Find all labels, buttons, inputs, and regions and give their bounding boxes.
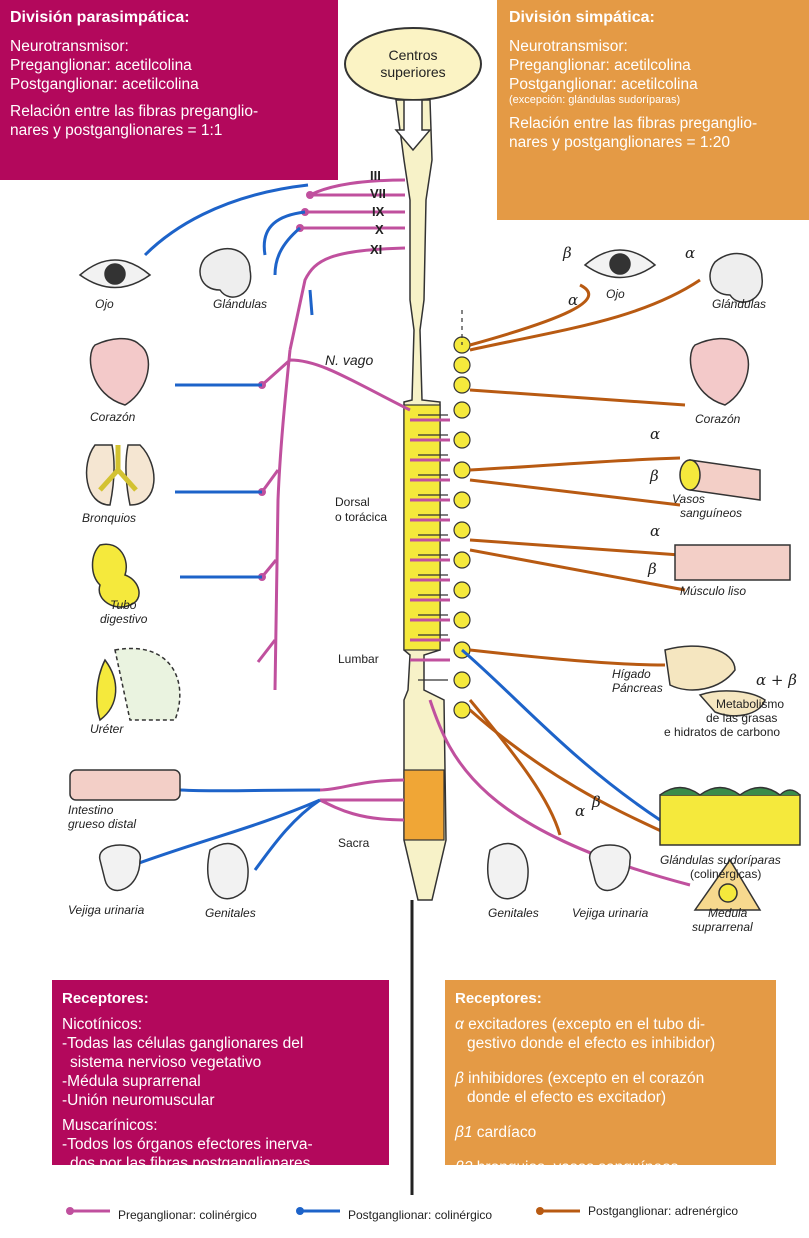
sacral-segment bbox=[404, 770, 444, 840]
para-mus: Muscarínicos: bbox=[62, 1116, 379, 1135]
right-sudor-label-1: Glándulas sudoríparas bbox=[660, 853, 781, 867]
right-vasos-label-2: sanguíneos bbox=[680, 506, 742, 520]
simp-beta-sym: β bbox=[455, 1070, 464, 1087]
left-tubo-label-1: Tubo bbox=[110, 598, 136, 612]
left-ojo-label: Ojo bbox=[95, 297, 114, 311]
right-meta-label-2: de las grasas bbox=[706, 711, 777, 725]
nerve-XI: XI bbox=[370, 242, 382, 257]
simp-rel2: nares y postganglionares = 1:20 bbox=[509, 133, 797, 152]
right-vasos-label-1: Vasos bbox=[672, 492, 705, 506]
simp-beta2-sym: β2 bbox=[455, 1159, 472, 1176]
left-intestino-label-1: Intestino bbox=[68, 803, 113, 817]
para-post: Postganglionar: acetilcolina bbox=[10, 75, 328, 94]
simp-beta2-text: bronquios, vasos sanguíneos, bbox=[477, 1159, 683, 1176]
para-n2: -Médula suprarrenal bbox=[62, 1072, 379, 1091]
para-n3: -Unión neuromuscular bbox=[62, 1091, 379, 1110]
right-musculo-label: Músculo liso bbox=[680, 584, 746, 598]
simp-beta1-text: cardíaco bbox=[477, 1124, 536, 1141]
lumbar-label: Lumbar bbox=[338, 652, 379, 666]
para-rel1: Relación entre las fibras preganglio- bbox=[10, 102, 328, 121]
greek-beta-vessel: β bbox=[650, 467, 659, 485]
simp-beta-line1: β inhibidores (excepto en el corazón bbox=[455, 1069, 766, 1088]
centros-label-1: Centros bbox=[373, 47, 453, 63]
greek-beta-eye: β bbox=[563, 244, 572, 262]
simp-alpha-sym: α bbox=[455, 1016, 464, 1033]
right-higado-label: Hígado bbox=[612, 667, 651, 681]
simp-neuro: Neurotransmisor: bbox=[509, 37, 797, 56]
para-title: División parasimpática: bbox=[10, 9, 328, 27]
greek-beta-muscle: β bbox=[648, 560, 657, 578]
left-genitales-label: Genitales bbox=[205, 906, 256, 920]
nerve-III: III bbox=[370, 168, 381, 183]
para-m1a: -Todos los órganos efectores inerva- bbox=[62, 1135, 379, 1154]
para-n1b: sistema nervioso vegetativo bbox=[62, 1053, 379, 1072]
nerve-IX: IX bbox=[372, 204, 384, 219]
para-m1b: dos por las fibras postganglionares bbox=[62, 1154, 379, 1173]
greek-alpha-eye: α bbox=[568, 291, 578, 309]
simp-beta1-line: β1 cardíaco bbox=[455, 1123, 766, 1142]
simp-beta-line2: donde el efecto es excitador) bbox=[455, 1088, 766, 1107]
dorsal-label-1: Dorsal bbox=[335, 495, 370, 509]
left-intestino-label-2: grueso distal bbox=[68, 817, 136, 831]
right-corazon-label: Corazón bbox=[695, 412, 740, 426]
simp-alpha-text1: excitadores (excepto en el tubo di- bbox=[468, 1016, 705, 1033]
para-pre: Preganglionar: acetilcolina bbox=[10, 56, 328, 75]
greek-alpha-bladder: α bbox=[575, 802, 585, 820]
para-n1a: -Todas las células ganglionares del bbox=[62, 1034, 379, 1053]
left-bronquios-label: Bronquios bbox=[82, 511, 136, 525]
legend-post-adrenergico: Postganglionar: adrenérgico bbox=[588, 1204, 738, 1218]
legend-pre-colinergico: Preganglionar: colinérgico bbox=[118, 1208, 257, 1222]
greek-beta-bladder: β bbox=[592, 793, 601, 811]
right-vejiga-label: Vejiga urinaria bbox=[572, 906, 648, 920]
centros-label-2: superiores bbox=[373, 64, 453, 80]
simp-alpha-line1: α excitadores (excepto en el tubo di- bbox=[455, 1015, 766, 1034]
dorsal-label-2: o torácica bbox=[335, 510, 387, 524]
simp-title: División simpática: bbox=[509, 9, 797, 27]
simp-receptors-title: Receptores: bbox=[455, 990, 766, 1007]
right-ojo-label: Ojo bbox=[606, 287, 625, 301]
greek-alpha-beta-metab: α + β bbox=[756, 671, 797, 689]
simp-exception: (excepción: glándulas sudoríparas) bbox=[509, 94, 797, 106]
legend-post-colinergico: Postganglionar: colinérgico bbox=[348, 1208, 492, 1222]
greek-alpha-muscle: α bbox=[650, 522, 660, 540]
right-pancreas-label: Páncreas bbox=[612, 681, 663, 695]
simp-alpha-line2: gestivo donde el efecto es inhibidor) bbox=[455, 1034, 766, 1053]
right-meta-label-1: Metabolismo bbox=[716, 697, 784, 711]
simp-beta-text1: inhibidores (excepto en el corazón bbox=[468, 1070, 704, 1087]
greek-alpha-gland: α bbox=[685, 244, 695, 262]
simp-pre: Preganglionar: acetilcolina bbox=[509, 56, 797, 75]
sacra-label: Sacra bbox=[338, 836, 369, 850]
left-vejiga-label: Vejiga urinaria bbox=[68, 903, 144, 917]
nerve-VII: VII bbox=[370, 186, 386, 201]
left-ureter-label: Uréter bbox=[90, 722, 123, 736]
right-medula-label-2: suprarrenal bbox=[692, 920, 753, 934]
greek-alpha-vessel: α bbox=[650, 425, 660, 443]
right-sudor-label-2: (colinérgicas) bbox=[690, 867, 761, 881]
vago-label: N. vago bbox=[325, 352, 373, 368]
simp-rel1: Relación entre las fibras preganglio- bbox=[509, 114, 797, 133]
simp-beta1-sym: β1 bbox=[455, 1124, 472, 1141]
para-neuro: Neurotransmisor: bbox=[10, 37, 328, 56]
parasympathetic-box: División parasimpática: Neurotransmisor:… bbox=[0, 0, 338, 180]
right-meta-label-3: e hidratos de carbono bbox=[664, 725, 780, 739]
nerve-X: X bbox=[375, 222, 384, 237]
left-tubo-label-2: digestivo bbox=[100, 612, 147, 626]
simp-receptors-box: Receptores: α excitadores (excepto en el… bbox=[445, 980, 776, 1165]
right-medula-label-1: Medula bbox=[708, 906, 747, 920]
simp-post: Postganglionar: acetilcolina bbox=[509, 75, 797, 94]
right-genitales-label: Genitales bbox=[488, 906, 539, 920]
right-glandulas-label: Glándulas bbox=[712, 297, 766, 311]
para-rel2: nares y postganglionares = 1:1 bbox=[10, 121, 328, 140]
sympathetic-box: División simpática: Neurotransmisor: Pre… bbox=[497, 0, 809, 220]
left-corazon-label: Corazón bbox=[90, 410, 135, 424]
para-nic: Nicotínicos: bbox=[62, 1015, 379, 1034]
simp-beta2-line: β2 bronquios, vasos sanguíneos, bbox=[455, 1158, 766, 1177]
left-glandulas-label: Glándulas bbox=[213, 297, 267, 311]
para-receptors-title: Receptores: bbox=[62, 990, 379, 1007]
para-receptors-box: Receptores: Nicotínicos: -Todas las célu… bbox=[52, 980, 389, 1165]
